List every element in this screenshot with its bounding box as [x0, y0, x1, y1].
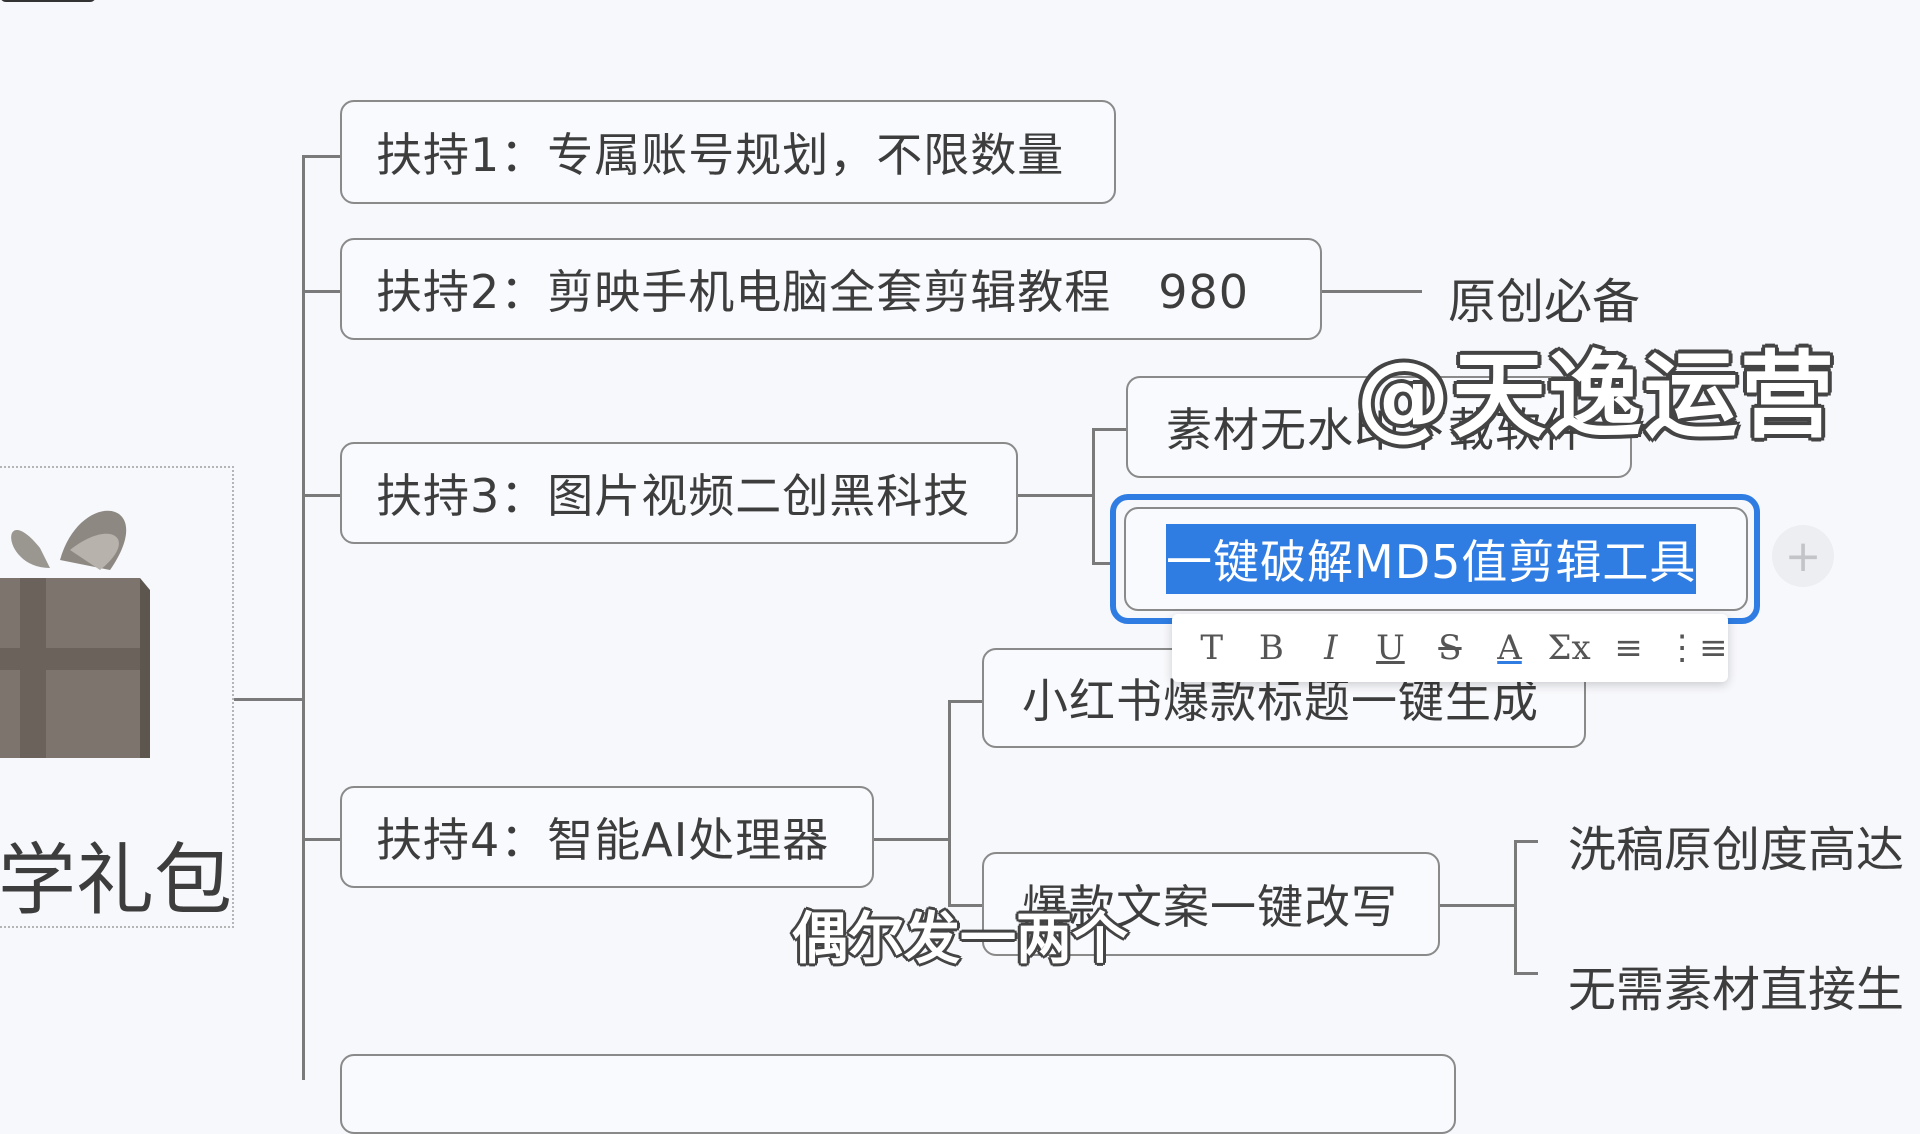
connector — [1092, 562, 1112, 565]
connector — [1322, 290, 1422, 293]
node-support-3[interactable]: 扶持3：图片视频二创黑科技 — [340, 442, 1018, 544]
node-support-4-child-2-a[interactable]: 洗稿原创度高达 — [1568, 822, 1905, 878]
text-style-button[interactable]: T — [1200, 628, 1224, 668]
italic-button[interactable]: I — [1324, 628, 1338, 668]
node-support-4-child-2[interactable]: 爆款文案一键改写 — [982, 852, 1440, 956]
connector — [948, 700, 951, 906]
root-label: 学礼包 — [0, 836, 233, 926]
node-support-1[interactable]: 扶持1：专属账号规划，不限数量 — [340, 100, 1116, 204]
connector — [234, 698, 304, 701]
connector — [1514, 972, 1538, 975]
connector — [1092, 428, 1126, 431]
bold-button[interactable]: B — [1258, 628, 1284, 668]
connector — [302, 290, 340, 293]
node-label: 扶持4：智能AI处理器 — [376, 813, 830, 867]
connector — [874, 838, 950, 841]
node-label: 扶持2：剪映手机电脑全套剪辑教程 980 — [376, 265, 1250, 319]
bullet-list-button[interactable]: ≡ — [1614, 628, 1643, 668]
node-label: 扶持3：图片视频二创黑科技 — [376, 469, 971, 523]
node-label-selected[interactable]: 一键破解MD5值剪辑工具 — [1166, 524, 1697, 594]
node-support-4[interactable]: 扶持4：智能AI处理器 — [340, 786, 874, 888]
clear-format-button[interactable]: Σx — [1547, 628, 1591, 668]
top-tab-fragment — [0, 0, 96, 2]
font-color-button[interactable]: A — [1497, 628, 1522, 668]
connector — [1092, 428, 1095, 564]
node-label: 爆款文案一键改写 — [1022, 880, 1398, 934]
gift-icon — [0, 510, 150, 758]
connector — [948, 700, 982, 703]
node-label: 扶持1：专属账号规划，不限数量 — [376, 128, 1065, 182]
node-label: 素材无水印下载软件 — [1166, 403, 1589, 457]
connector — [1440, 904, 1516, 907]
node-support-2[interactable]: 扶持2：剪映手机电脑全套剪辑教程 980 — [340, 238, 1322, 340]
connector — [302, 838, 340, 841]
connector — [302, 494, 340, 497]
subtitle-caption: 偶尔发一两个 — [792, 907, 1128, 972]
node-support-5-partial[interactable] — [340, 1054, 1456, 1134]
connector — [1018, 494, 1094, 497]
connector — [948, 904, 982, 907]
node-label: 小红书爆款标题一键生成 — [1022, 674, 1539, 728]
watermark-text: @天逸运营 — [1356, 342, 1837, 451]
connector — [302, 155, 340, 158]
underline-button[interactable]: U — [1376, 628, 1405, 668]
node-support-3-child-1[interactable]: 素材无水印下载软件 — [1126, 376, 1632, 478]
text-format-toolbar: T B I U S A Σx ≡ ⋮≡ — [1172, 614, 1728, 682]
connector — [302, 155, 305, 1080]
node-support-4-child-2-b[interactable]: 无需素材直接生 — [1568, 962, 1905, 1018]
strikethrough-button[interactable]: S — [1438, 628, 1462, 668]
add-child-button[interactable]: + — [1772, 525, 1834, 587]
connector — [1514, 840, 1517, 974]
node-support-2-note[interactable]: 原创必备 — [1448, 274, 1641, 330]
connector — [1514, 840, 1538, 843]
numbered-list-button[interactable]: ⋮≡ — [1665, 628, 1728, 668]
node-support-3-child-2[interactable]: 一键破解MD5值剪辑工具 — [1124, 507, 1748, 611]
